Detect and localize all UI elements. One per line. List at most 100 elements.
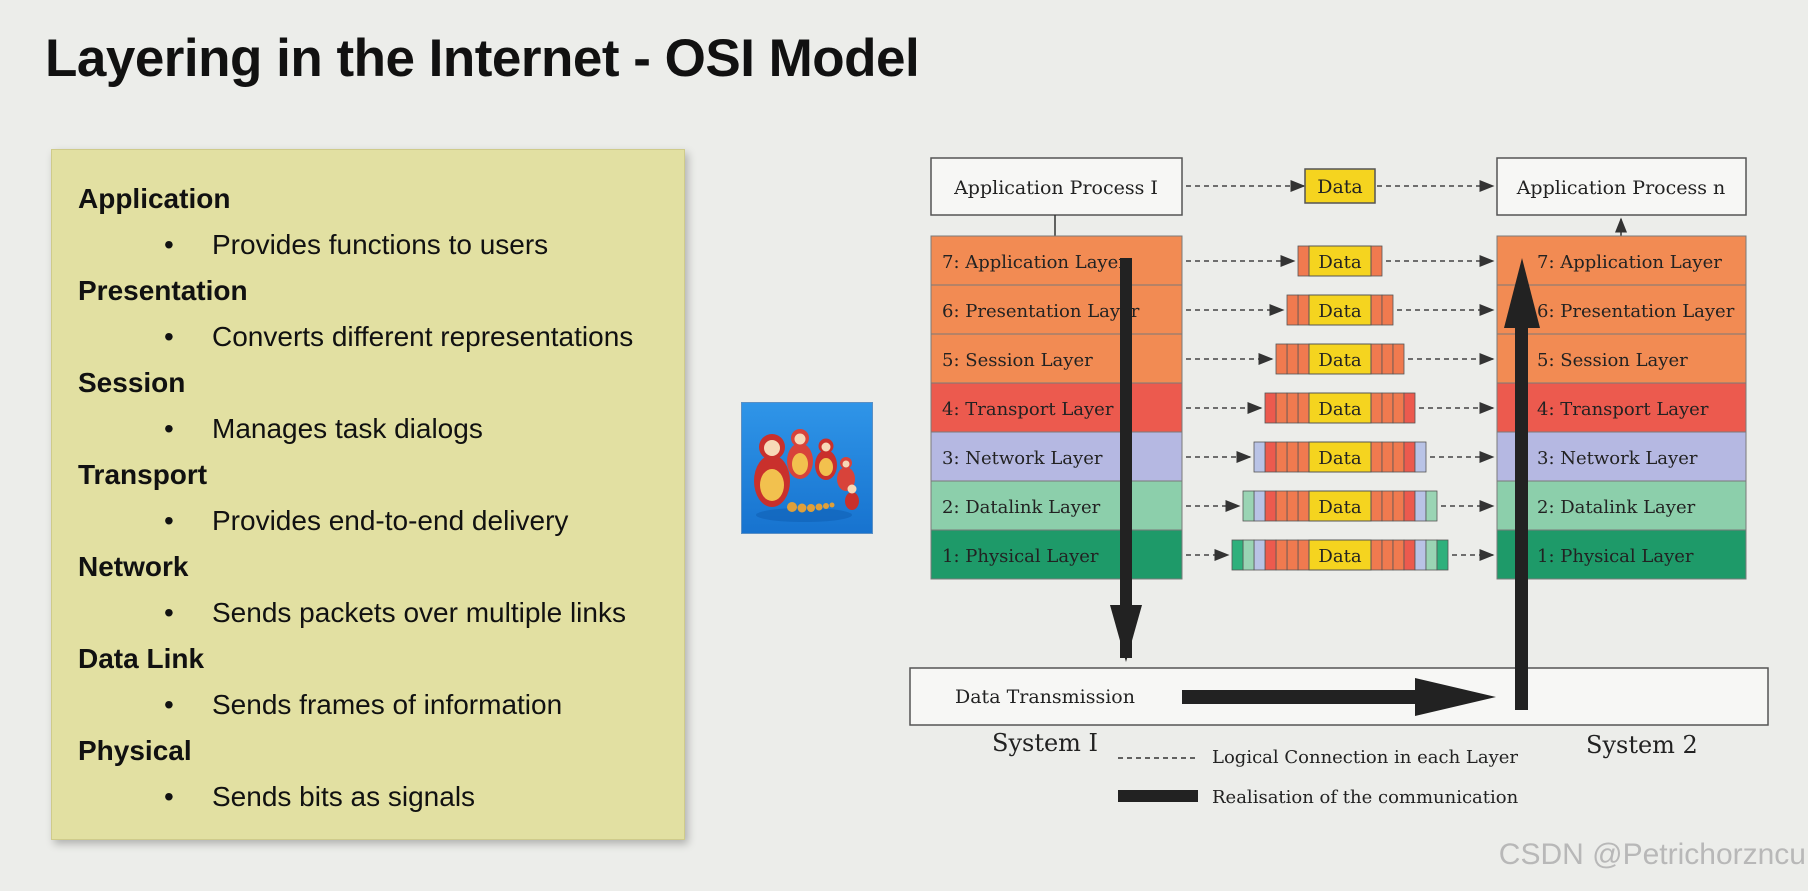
nesting-dolls-image [741,402,873,534]
process-right-label: Application Process n [1516,177,1726,199]
packet-header [1275,441,1288,473]
note-desc-text: Manages task dialogs [212,413,483,444]
legend-real-label: Realisation of the communication [1212,787,1519,808]
right-layer-box [1496,382,1747,433]
bullet: • [164,781,174,812]
right-layer-label: 1: Physical Layer [1537,546,1694,567]
process-right-box [1496,157,1747,216]
left-layer-box [930,529,1183,580]
packet-header [1264,441,1277,473]
bullet: • [164,321,174,352]
bullet: • [164,505,174,536]
packet-trailer [1436,539,1449,571]
packet-header [1264,539,1277,571]
packet-trailer [1370,343,1383,375]
right-layer-box [1496,431,1747,482]
packet-trailer [1370,392,1383,424]
left-layer-label: 6: Presentation Layer [942,301,1140,322]
note-layer-name: Network [78,551,189,582]
note-layer-desc: •Sends frames of information [78,682,684,728]
packet-header [1297,441,1310,473]
note-layer-name: Data Link [78,643,205,674]
system-left-label: System I [992,729,1098,757]
packet-data-label: Data [1318,252,1361,273]
note-layer-name: Presentation [78,275,248,306]
packet-trailer [1370,441,1383,473]
packet-trailer [1381,539,1394,571]
packet-header [1297,294,1310,326]
packet-header [1253,441,1266,473]
doll-row [787,502,835,513]
left-layer-label: 4: Transport Layer [942,399,1114,420]
left-layer-box [930,333,1183,384]
packet-trailer [1425,490,1438,522]
note-layer-desc: • Provides end-to-end delivery [78,498,684,544]
doll-medium [787,429,813,479]
right-layer-box [1496,480,1747,531]
right-layer-label: 2: Datalink Layer [1537,497,1696,518]
note-layer-desc: •Converts different representations [78,314,684,360]
packet-trailer [1381,490,1394,522]
packet-header [1275,539,1288,571]
up-flow-arrowhead [1504,258,1540,328]
packet-trailer [1392,392,1405,424]
packet-data-label: Data [1318,399,1361,420]
packet-data-box [1308,539,1372,571]
packet-header [1297,245,1310,277]
right-layer-label: 7: Application Layer [1537,252,1722,273]
packet-header [1275,392,1288,424]
packet-trailer [1414,441,1427,473]
horizontal-flow-bar [1182,690,1417,704]
note-layer-name: Physical [78,735,192,766]
left-layer-label: 1: Physical Layer [942,546,1099,567]
left-layer-box [930,382,1183,433]
bullet: • [164,413,174,444]
right-layer-box [1496,529,1747,580]
down-flow-arrowhead [1110,605,1142,662]
legend-logical-label: Logical Connection in each Layer [1212,747,1518,768]
packet-header [1297,539,1310,571]
top-data-box [1304,168,1376,204]
osi-diagram: Application Process I Application Proces… [909,157,1769,808]
flow-arrows [1110,258,1540,716]
packet-data-label: Data [1318,350,1361,371]
packet-trailer [1403,539,1416,571]
packet-header [1286,392,1299,424]
packet-trailer [1392,441,1405,473]
packet-trailer [1370,539,1383,571]
packet-trailer [1381,294,1394,326]
packet-header [1231,539,1244,571]
left-layer-label: 7: Application Layer [942,252,1127,273]
right-layer-box [1496,333,1747,384]
packet-header [1286,490,1299,522]
packet-data-box [1308,441,1372,473]
note-desc-text: Provides end-to-end delivery [212,505,569,536]
packet-data-box [1308,294,1372,326]
horizontal-flow-arrowhead [1415,678,1496,716]
left-layer-box [930,431,1183,482]
left-layer-label: 3: Network Layer [942,448,1103,469]
packet-trailer [1425,539,1438,571]
note-layer-desc: • Manages task dialogs [78,406,684,452]
packet-trailer [1370,490,1383,522]
right-layer-box [1496,235,1747,286]
packet-data-box [1308,392,1372,424]
packet-header [1242,539,1255,571]
note-desc-text: Sends packets over multiple links [212,597,626,628]
packet-header [1242,490,1255,522]
packet-data-box [1308,343,1372,375]
doll-small [815,438,837,480]
note-desc-text: Provides functions to users [212,229,549,260]
packet-header [1264,490,1277,522]
packet-header [1253,490,1266,522]
packet-header [1275,343,1288,375]
packet-header [1297,392,1310,424]
note-desc-text: Sends bits as signals [212,781,476,812]
packet-data-box [1308,490,1372,522]
packet-data-box [1308,245,1372,277]
packet-data-label: Data [1318,301,1361,322]
process-left-box [930,157,1183,216]
packet-trailer [1381,343,1394,375]
bullet: • [164,229,174,260]
packet-trailer [1392,490,1405,522]
